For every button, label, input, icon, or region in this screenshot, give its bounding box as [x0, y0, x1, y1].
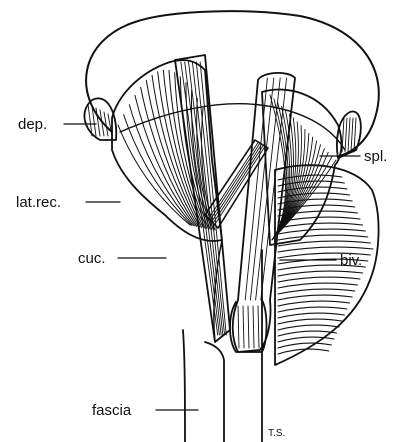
- label-biv: biv.: [340, 252, 362, 269]
- fiber-stroke: [351, 118, 353, 152]
- fiber-stroke: [278, 313, 344, 318]
- fiber-stroke: [96, 108, 100, 136]
- label-fascia: fascia: [92, 402, 132, 419]
- fiber-stroke: [278, 277, 360, 282]
- fiber-stroke: [278, 223, 363, 228]
- fiber-stroke: [278, 343, 331, 348]
- fiber-stroke: [278, 325, 339, 330]
- fiber-stroke: [278, 307, 347, 312]
- fiber-stroke: [215, 146, 265, 224]
- fiber-stroke: [278, 235, 368, 240]
- label-lat-rec: lat.rec.: [16, 194, 61, 211]
- fiber-stroke: [278, 301, 350, 306]
- artist-signature: T.S.: [268, 428, 285, 439]
- fiber-stroke: [238, 306, 239, 348]
- fiber-stroke: [278, 229, 365, 234]
- skull-rim: [120, 104, 345, 150]
- fiber-stroke: [253, 306, 254, 348]
- fiber-stroke: [248, 306, 249, 348]
- fiber-stroke: [278, 295, 352, 300]
- fiber-stroke: [345, 118, 347, 152]
- skull-outline: [86, 11, 379, 156]
- fiber-stroke: [243, 306, 244, 348]
- fiber-stroke: [258, 306, 259, 348]
- fiber-stroke: [278, 337, 334, 342]
- label-spl: spl.: [364, 148, 387, 165]
- fiber-stroke: [278, 271, 363, 276]
- fiber-stroke: [214, 145, 264, 222]
- fiber-stroke: [278, 283, 357, 288]
- fiber-stroke: [210, 144, 259, 220]
- label-cuc: cuc.: [78, 250, 106, 267]
- fiber-stroke: [348, 118, 350, 152]
- fiber-stroke: [278, 319, 342, 324]
- fiber-stroke: [278, 289, 355, 294]
- fiber-stroke: [118, 125, 190, 225]
- label-dep: dep.: [18, 116, 47, 133]
- neck-fascia: [183, 240, 262, 442]
